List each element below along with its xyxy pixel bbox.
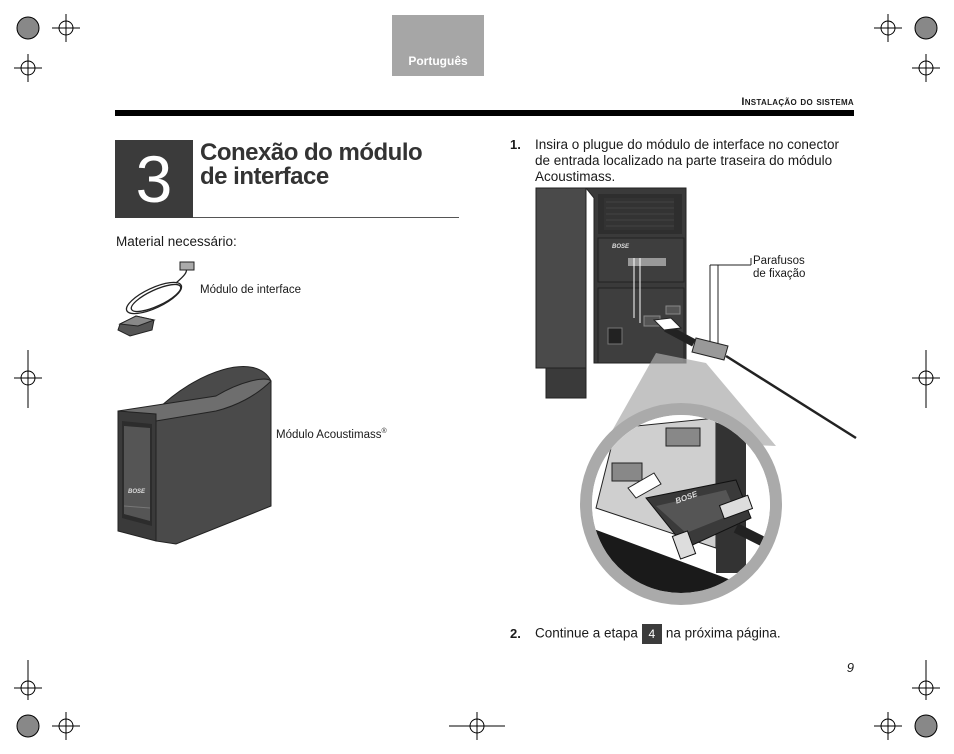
materials-label: Material necessário: <box>116 234 237 249</box>
title-line-1: Conexão do módulo <box>200 139 423 166</box>
acoustimass-label-text: Módulo Acoustimass <box>276 428 382 441</box>
instruction-2-text-before: Continue a etapa <box>535 625 638 641</box>
acoustimass-brand: BOSE <box>128 489 146 495</box>
connection-illustration <box>535 187 857 605</box>
callout-label: Parafusos de fixação <box>753 255 805 281</box>
interface-module-label: Módulo de interface <box>200 284 302 296</box>
title-rule <box>193 217 459 218</box>
rear-brand: BOSE <box>612 244 630 250</box>
section-header: Instalação do sistema <box>741 96 854 108</box>
step-badge: 4 <box>641 624 662 644</box>
page-title: Conexão do módulo de interface <box>200 141 460 189</box>
acoustimass-label: Módulo Acoustimass® <box>276 425 387 442</box>
instruction-1-line-3: Acoustimass. <box>535 169 616 184</box>
instruction-1-line-2: de entrada localizado na parte traseira … <box>535 153 833 168</box>
language-tab: Português <box>392 15 484 76</box>
instruction-1-number: 1. <box>510 137 521 152</box>
interface-module-illustration <box>117 261 195 337</box>
acoustimass-module-illustration <box>117 366 272 545</box>
callout-line-1: Parafusos <box>753 255 805 267</box>
header-rule <box>115 110 854 116</box>
instruction-2-text-after: na próxima página. <box>665 625 781 641</box>
instruction-1: 1. Insira o plugue do módulo de interfac… <box>510 137 860 185</box>
title-line-2: de interface <box>200 163 329 190</box>
step-number: 3 <box>115 140 193 218</box>
callout-line-2: de fixação <box>753 268 806 280</box>
instruction-2-number: 2. <box>510 625 521 641</box>
instruction-1-line-1: Insira o plugue do módulo de interface n… <box>535 137 839 152</box>
registered-mark: ® <box>381 428 387 435</box>
page-number: 9 <box>846 660 854 675</box>
